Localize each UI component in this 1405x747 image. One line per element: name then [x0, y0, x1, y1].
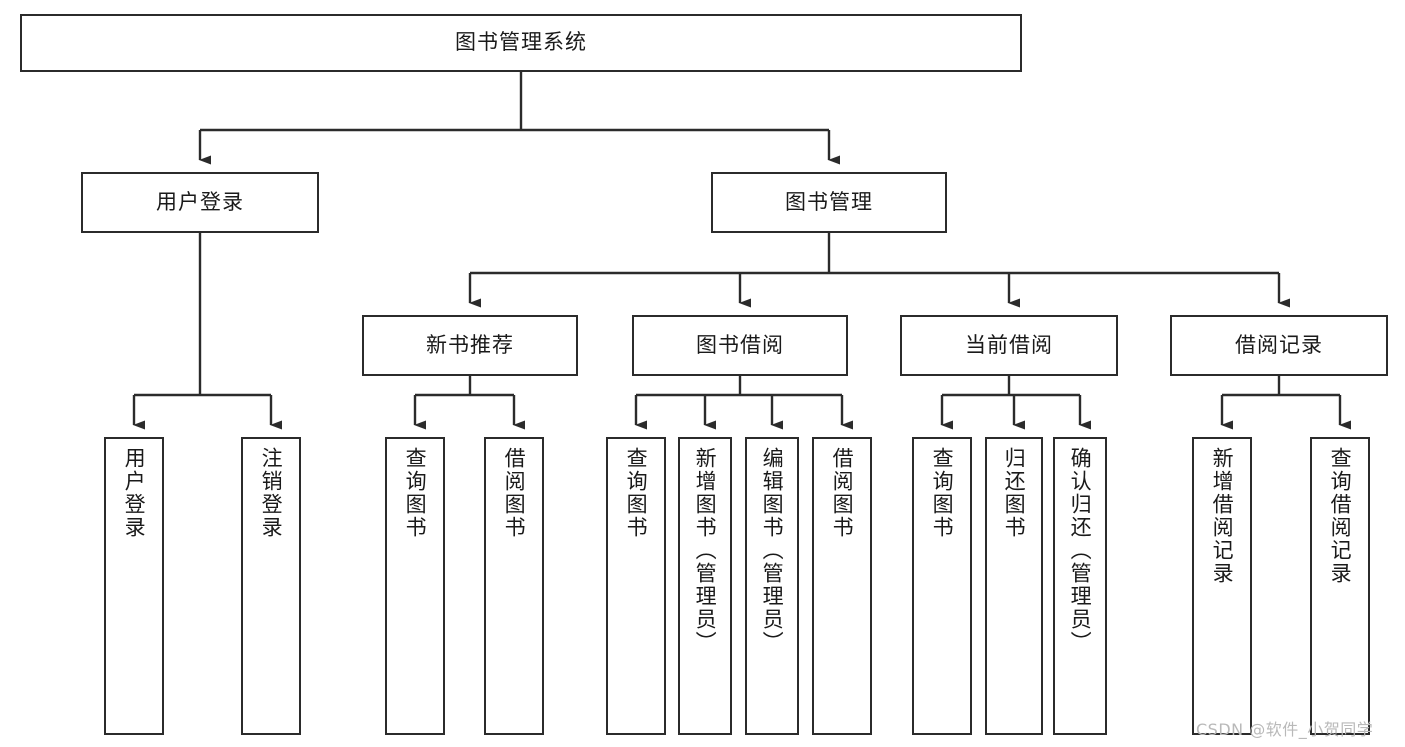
node-leaf-add-record[interactable]: 新增借阅记录 — [1192, 437, 1252, 735]
node-leaf-query-record[interactable]: 查询借阅记录 — [1310, 437, 1370, 735]
node-leaf-confirm-return[interactable]: 确认归还（管理员） — [1053, 437, 1107, 735]
node-leaf-return-book[interactable]: 归还图书 — [985, 437, 1043, 735]
node-leaf-borrow-book-1[interactable]: 借阅图书 — [484, 437, 544, 735]
node-user-login[interactable]: 用户登录 — [81, 172, 319, 233]
node-leaf-add-book[interactable]: 新增图书（管理员） — [678, 437, 732, 735]
node-leaf-query-book-3-label: 查询图书 — [930, 447, 955, 539]
node-leaf-add-record-label: 新增借阅记录 — [1210, 447, 1235, 585]
node-leaf-query-book-2-label: 查询图书 — [624, 447, 649, 539]
node-leaf-query-book-2[interactable]: 查询图书 — [606, 437, 666, 735]
csdn-watermark: CSDN @软件_小贺同学 — [1196, 720, 1374, 739]
node-leaf-edit-book-label: 编辑图书（管理员） — [760, 447, 785, 654]
node-book-borrow-label: 图书借阅 — [696, 332, 784, 357]
node-borrow-record[interactable]: 借阅记录 — [1170, 315, 1388, 376]
node-leaf-user-login[interactable]: 用户登录 — [104, 437, 164, 735]
node-leaf-query-book-1-label: 查询图书 — [403, 447, 428, 539]
node-leaf-confirm-return-label: 确认归还（管理员） — [1068, 447, 1093, 654]
node-borrow-record-label: 借阅记录 — [1235, 332, 1323, 357]
node-current-borrow[interactable]: 当前借阅 — [900, 315, 1118, 376]
node-current-borrow-label: 当前借阅 — [965, 332, 1053, 357]
node-leaf-query-record-label: 查询借阅记录 — [1328, 447, 1353, 585]
node-new-book-recommend-label: 新书推荐 — [426, 332, 514, 357]
node-leaf-borrow-book-2-label: 借阅图书 — [830, 447, 855, 539]
node-new-book-recommend[interactable]: 新书推荐 — [362, 315, 578, 376]
node-root-label: 图书管理系统 — [455, 30, 587, 55]
node-user-login-label: 用户登录 — [156, 189, 244, 214]
node-book-manage-label: 图书管理 — [785, 189, 873, 214]
node-leaf-return-book-label: 归还图书 — [1002, 447, 1027, 539]
node-leaf-logout-label: 注销登录 — [259, 447, 284, 539]
node-leaf-borrow-book-1-label: 借阅图书 — [502, 447, 527, 539]
node-book-manage[interactable]: 图书管理 — [711, 172, 947, 233]
node-leaf-query-book-1[interactable]: 查询图书 — [385, 437, 445, 735]
node-root[interactable]: 图书管理系统 — [20, 14, 1022, 72]
node-leaf-query-book-3[interactable]: 查询图书 — [912, 437, 972, 735]
node-leaf-user-login-label: 用户登录 — [122, 447, 147, 539]
node-leaf-edit-book[interactable]: 编辑图书（管理员） — [745, 437, 799, 735]
node-leaf-borrow-book-2[interactable]: 借阅图书 — [812, 437, 872, 735]
node-leaf-add-book-label: 新增图书（管理员） — [693, 447, 718, 654]
node-leaf-logout[interactable]: 注销登录 — [241, 437, 301, 735]
node-book-borrow[interactable]: 图书借阅 — [632, 315, 848, 376]
